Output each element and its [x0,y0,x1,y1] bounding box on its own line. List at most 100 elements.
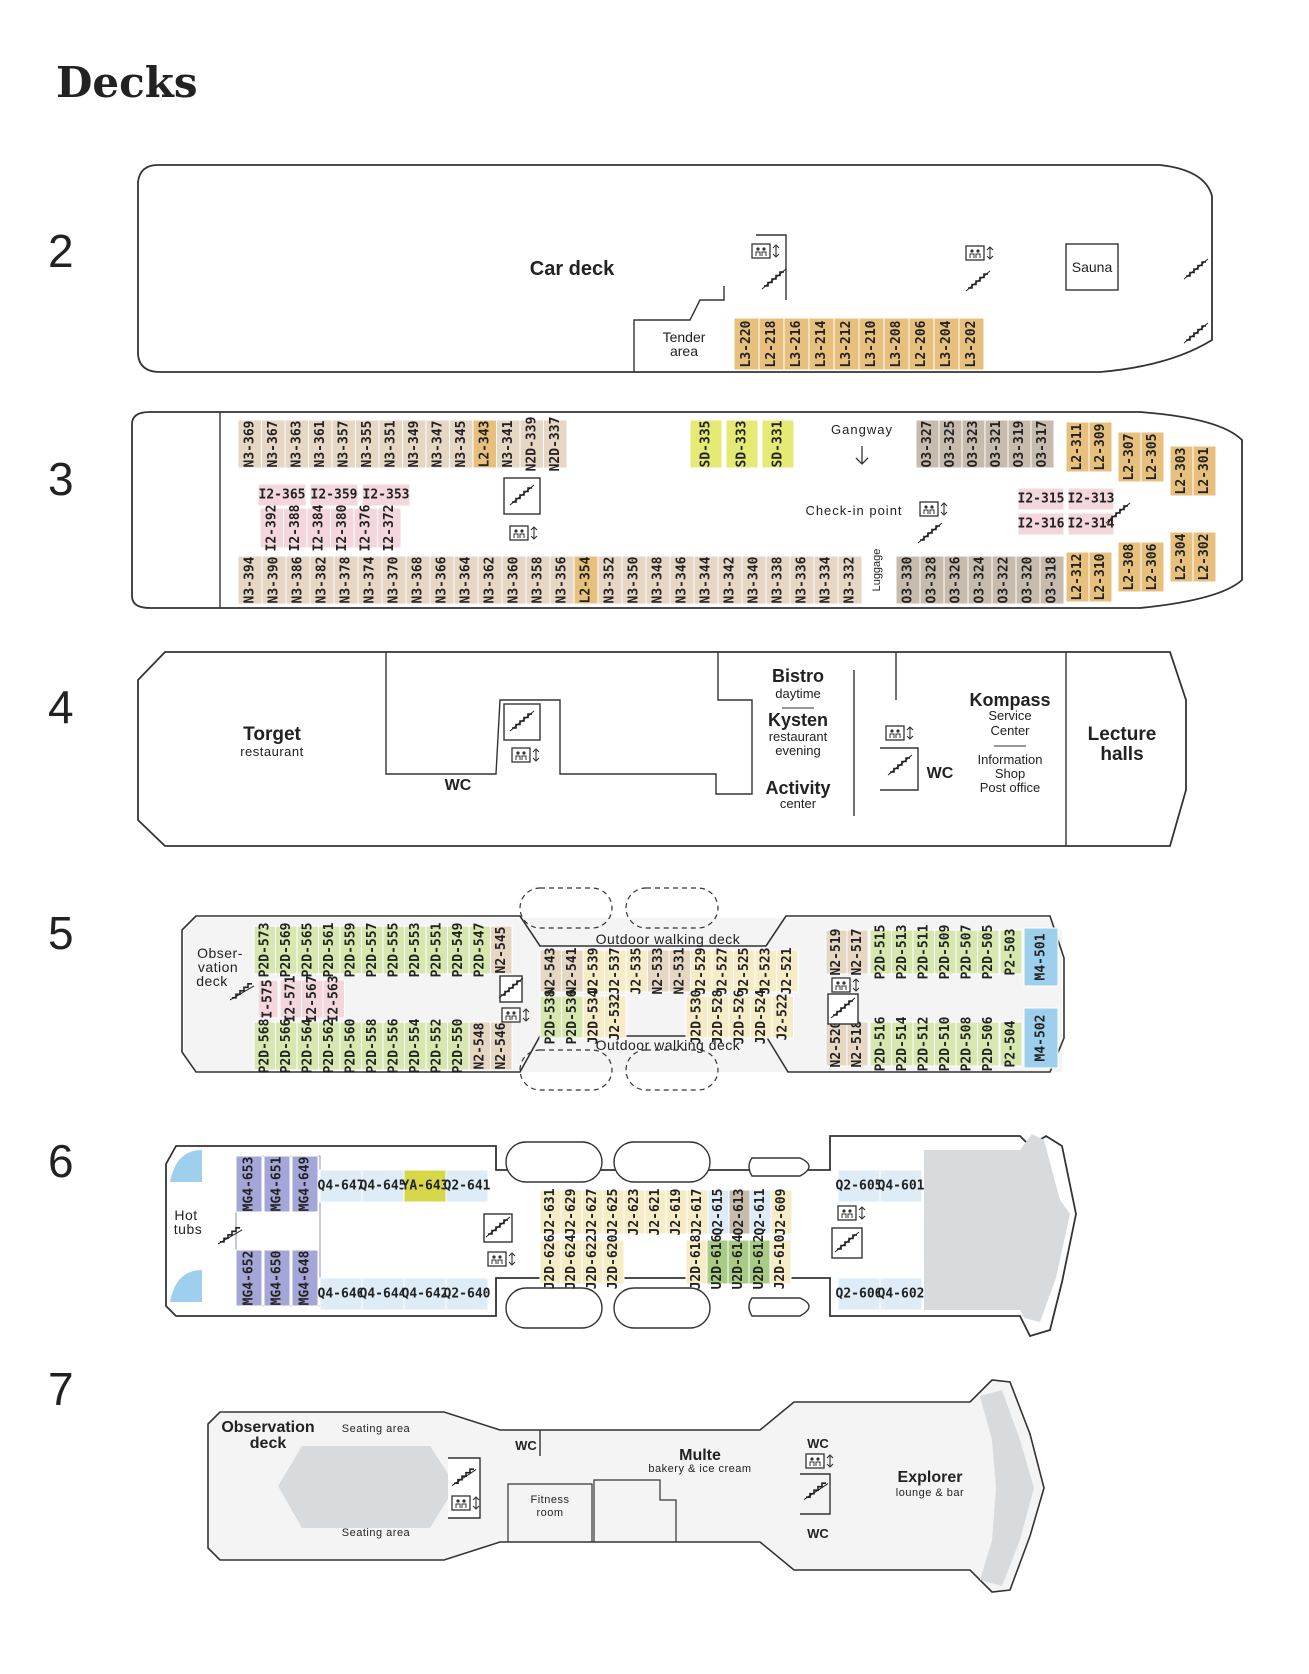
deck-label: room [536,1507,563,1519]
cabin-number: O3-321 [989,420,1004,467]
cabin-L2-343: L2-343 [472,419,497,469]
elevator-icon [511,747,540,763]
lifeboat [613,1141,711,1183]
cabin-L2-311: L2-311 [1065,421,1090,473]
cabin-P2D-509: P2D-509 [934,925,957,979]
tender-boat [748,1157,810,1177]
elevator-icon [509,525,538,541]
cabin-N3-378: N3-378 [333,555,359,605]
cabin-number: N3-344 [699,556,714,603]
cabin-number: P2D-505 [981,925,996,980]
cabin-number: P2D-561 [322,922,337,977]
cabin-SD-335: SD-335 [689,419,723,469]
cabin-Q4-645: Q4-645 [360,1169,407,1203]
cabin-number: N3-358 [531,556,546,603]
cabin-L2-307: L2-307 [1117,431,1142,483]
cabin-number: SD-335 [699,421,714,468]
sauna-label: Sauna [1072,259,1113,275]
cabin-number: L2-218 [764,320,779,367]
deck-label: Lecture [1088,724,1157,745]
cabin-Q2-615: Q2-615 [707,1189,730,1236]
elevator-icon [919,501,948,517]
cabin-N3-386: N3-386 [285,555,311,605]
cabin-N3-350: N3-350 [621,555,647,605]
cabin-I2-567: I2-567 [301,976,324,1023]
cabin-J2-532: J2-532 [604,994,627,1040]
cabin-P2D-568: P2D-568 [253,1018,276,1073]
cabin-L2-310: L2-310 [1088,551,1113,603]
cabin-number: N3-369 [242,421,257,468]
cabin-N2-548: N2-548 [468,1021,491,1071]
cabin-Q4-644: Q4-644 [360,1277,407,1311]
cabin-number: Q4-645 [360,1179,407,1194]
cabin-number: N3-340 [747,556,762,603]
cabin-P2D-508: P2D-508 [955,1016,978,1071]
deck-label: vation [198,959,238,975]
cabin-number: L2-311 [1070,423,1085,470]
cabin-number: J2-609 [774,1189,789,1236]
cabin-number: N3-394 [243,556,258,603]
cabin-O3-330: O3-330 [895,555,921,605]
bow-window [980,1390,1034,1586]
cabin-P2D-536: P2D-536 [561,989,584,1044]
cabin-L3-220: L3-220 [733,317,760,371]
cabin-number: N3-351 [383,420,398,467]
deck-number-3: 3 [48,453,74,505]
cabin-number: L2-312 [1070,554,1085,601]
cabin-number: N3-367 [266,421,281,468]
deck-label: Shop [995,766,1025,781]
cabin-N3-366: N3-366 [429,555,455,605]
stairs-icon [887,754,913,776]
deck-label: WC [807,1436,829,1451]
cabin-O3-327: O3-327 [915,419,940,469]
deck-label: center [780,796,817,811]
cabin-O3-320: O3-320 [1015,555,1041,605]
cabin-YA-643: YA-643 [402,1169,448,1203]
cabin-N3-355: N3-355 [355,419,380,469]
cabin-O3-317: O3-317 [1030,419,1055,469]
lifeboat-outline [519,887,613,929]
cabin-N3-368: N3-368 [405,555,431,605]
cabin-L3-208: L3-208 [883,317,910,371]
lifeboat-outline [625,1049,719,1091]
stairs-icon [498,977,524,999]
cabin-number: Q2-640 [444,1287,491,1302]
cabin-O3-323: O3-323 [961,419,986,469]
cabin-number: N3-336 [795,556,810,603]
cabin-J2D-626: J2D-626 [539,1234,562,1289]
cabin-J2-609: J2-609 [770,1189,793,1236]
cabin-number: I2-567 [305,976,320,1023]
deck-5-hull [181,915,1065,1073]
cabin-J2-525: J2-525 [733,948,756,994]
cabin-number: P2D-553 [408,923,423,978]
lifeboat-outline [519,1049,613,1091]
stairwell-icon [503,703,541,741]
deck-label: restaurant [240,744,304,759]
deck-label: Outdoor walking deck [596,1037,741,1053]
cabin-O3-318: O3-318 [1039,555,1065,605]
cabin-number: N3-349 [407,421,422,468]
cabin-number: U2D-614 [731,1234,746,1289]
cabin-J2-619: J2-619 [665,1189,688,1235]
cabin-number: J2D-624 [564,1234,579,1289]
cabin-P2D-514: P2D-514 [891,1016,914,1071]
cabin-number: L3-208 [889,320,904,367]
elevator-icon [751,243,780,259]
cabin-number: J2D-626 [543,1234,558,1289]
cabin-number: N3-334 [819,556,834,603]
cabin-P2D-549: P2D-549 [447,923,470,977]
cabin-number: L2-304 [1174,533,1189,580]
cabin-P2D-573: P2D-573 [253,923,276,977]
cabin-number: Q2-615 [711,1189,726,1236]
cabin-O3-321: O3-321 [984,419,1009,469]
cabin-number: L3-214 [814,320,829,367]
cabin-N3-363: N3-363 [284,419,309,469]
cabin-number: Q4-646 [318,1287,365,1302]
cabin-number: N3-386 [291,556,306,603]
cabin-P2D-551: P2D-551 [425,922,448,977]
deck-label: Kompass [969,690,1050,710]
cabin-I2-372: I2-372 [377,505,402,551]
cabin-P2D-553: P2D-553 [404,923,427,978]
stairs-icon [1183,322,1209,344]
tender-area-label: area [670,343,698,359]
